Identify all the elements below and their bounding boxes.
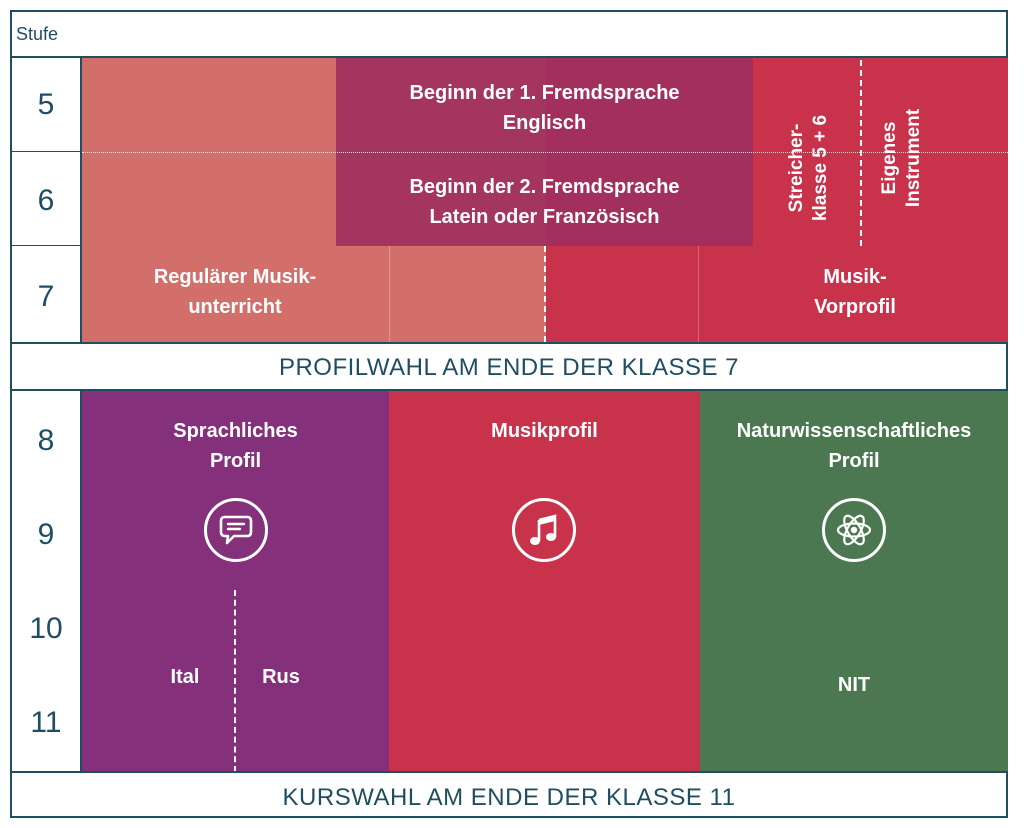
music-profile-title-line1: Musikprofil xyxy=(491,420,598,442)
strings-class-line2: klasse 5 + 6 xyxy=(810,114,831,222)
first-language-line2: Englisch xyxy=(502,112,587,134)
grade-6: 6 xyxy=(37,184,55,217)
first-language-label: Beginn der 1. Fremdsprache Englisch xyxy=(336,78,753,138)
profile-choice-banner: PROFILWAHL AM ENDE DER KLASSE 7 xyxy=(278,354,740,381)
grade-11: 11 xyxy=(30,706,62,739)
subtle-divider xyxy=(698,246,699,342)
grade-divider xyxy=(10,151,80,152)
option-italian: Ital xyxy=(170,666,200,688)
strings-class-label: Streicher- klasse 5 + 6 xyxy=(785,103,835,233)
course-banner-divider xyxy=(10,771,1008,773)
second-language-label: Beginn der 2. Fremdsprache Latein oder F… xyxy=(336,172,753,232)
second-language-line2: Latein oder Französisch xyxy=(429,206,660,228)
grade-10: 10 xyxy=(29,612,63,645)
first-language-line1: Beginn der 1. Fremdsprache xyxy=(409,82,680,104)
music-note-icon xyxy=(512,498,576,562)
option-nit: NIT xyxy=(837,674,871,696)
grade-divider xyxy=(10,245,80,246)
grade-column-divider-top xyxy=(80,56,82,344)
own-instrument-line1: Eigenes xyxy=(879,121,900,195)
speech-bubble-icon xyxy=(204,498,268,562)
banner-top-divider xyxy=(10,342,1008,344)
grade-9: 9 xyxy=(37,518,55,551)
stufe-label: Stufe xyxy=(16,24,59,44)
language-profile-title-line1: Sprachliches xyxy=(173,420,298,442)
subtle-divider xyxy=(389,246,390,342)
own-instrument-line2: Instrument xyxy=(903,108,924,208)
science-profile-title-line2: Profil xyxy=(828,450,880,472)
science-profile-block xyxy=(700,391,1008,771)
music-preprofile-line2: Vorprofil xyxy=(814,296,896,318)
grade-5: 5 xyxy=(37,88,55,121)
regular-music-line2: unterricht xyxy=(188,296,282,318)
own-instrument-label: Eigenes Instrument xyxy=(878,93,928,223)
grade-column-divider-bottom xyxy=(80,390,82,772)
header-divider xyxy=(10,56,1008,58)
option-russian: Rus xyxy=(262,666,300,688)
grade-7: 7 xyxy=(37,280,55,313)
language-profile-title: Sprachliches Profil xyxy=(82,416,389,476)
music-profile-title: Musikprofil xyxy=(389,416,700,446)
course-choice-banner: KURSWAHL AM ENDE DER KLASSE 11 xyxy=(282,784,736,811)
strings-class-line1: Streicher- xyxy=(786,123,807,213)
music-preprofile-line1: Musik- xyxy=(823,266,887,288)
banner-bottom-divider xyxy=(10,389,1008,391)
grade-dotted-divider xyxy=(82,152,1008,153)
science-profile-title-line1: Naturwissenschaftliches xyxy=(736,420,972,442)
music-profile-block xyxy=(389,391,700,771)
language-profile-title-line2: Profil xyxy=(209,450,262,472)
regular-music-label: Regulärer Musik- unterricht xyxy=(100,262,370,322)
regular-music-line1: Regulärer Musik- xyxy=(153,266,317,288)
second-language-line1: Beginn der 2. Fremdsprache xyxy=(409,176,680,198)
music-preprofile-label: Musik- Vorprofil xyxy=(720,262,990,322)
instrument-dashed-divider xyxy=(860,60,862,246)
atom-icon xyxy=(822,498,886,562)
science-profile-title: Naturwissenschaftliches Profil xyxy=(700,416,1008,476)
music-dashed-divider xyxy=(544,246,546,342)
language-options-dashed-divider xyxy=(234,590,236,772)
grade-8: 8 xyxy=(37,424,55,457)
